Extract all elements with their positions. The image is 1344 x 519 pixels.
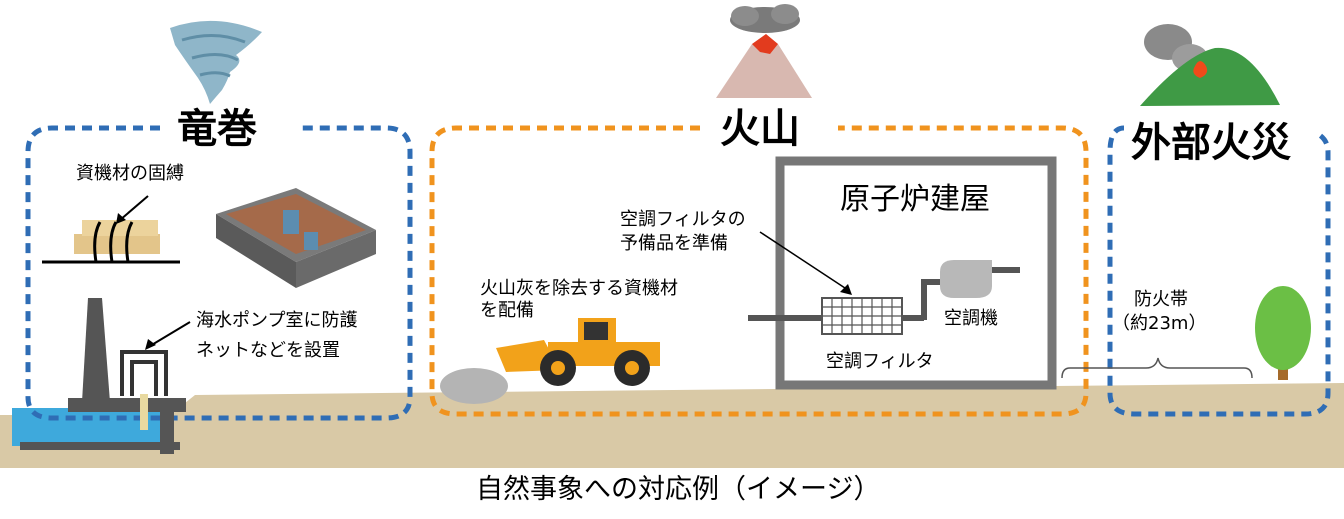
firebreak-label: 防火帯 — [1134, 289, 1188, 310]
fire-title: 外部火災 — [1131, 120, 1291, 166]
burning-hill-icon — [1140, 24, 1280, 106]
volcano-title: 火山 — [720, 106, 800, 152]
tornado-icon — [170, 20, 262, 105]
wheel-loader-illustration — [496, 318, 660, 386]
fire-section-border — [1107, 125, 1331, 417]
ac-system — [748, 231, 1020, 335]
ac-filter-label: 空調フィルタ — [826, 351, 934, 372]
volcano-icon — [716, 4, 812, 98]
firebreak-brace — [1061, 357, 1253, 379]
volcano-item-ash-1: 火山灰を除去する資機材 — [480, 278, 678, 299]
tornado-title: 竜巻 — [177, 106, 257, 152]
firebreak-width: （約23m） — [1112, 313, 1207, 334]
tornado-item-tie-down: 資機材の固縛 — [76, 163, 184, 184]
tornado-item-pump-net-2: ネットなどを設置 — [196, 340, 340, 361]
tornado-item-pump-net-1: 海水ポンプ室に防護 — [196, 310, 358, 331]
seawater-pump-room — [20, 298, 191, 454]
volcano-item-filter-1: 空調フィルタの — [620, 209, 746, 230]
volcano-item-filter-2: 予備品を準備 — [620, 233, 728, 254]
ac-unit — [940, 260, 992, 298]
diagram-caption: 自然事象への対応例（イメージ） — [476, 474, 881, 505]
tied-materials-illustration — [42, 195, 180, 264]
ground — [0, 383, 1344, 468]
volcano-item-ash-2: を配備 — [480, 300, 534, 321]
building-title: 原子炉建屋 — [840, 182, 990, 217]
ac-unit-label: 空調機 — [944, 308, 998, 329]
tornado-section-border — [25, 125, 413, 421]
tree-illustration — [1255, 286, 1311, 380]
protective-net-cage — [216, 188, 376, 288]
ash-pile — [440, 368, 508, 404]
